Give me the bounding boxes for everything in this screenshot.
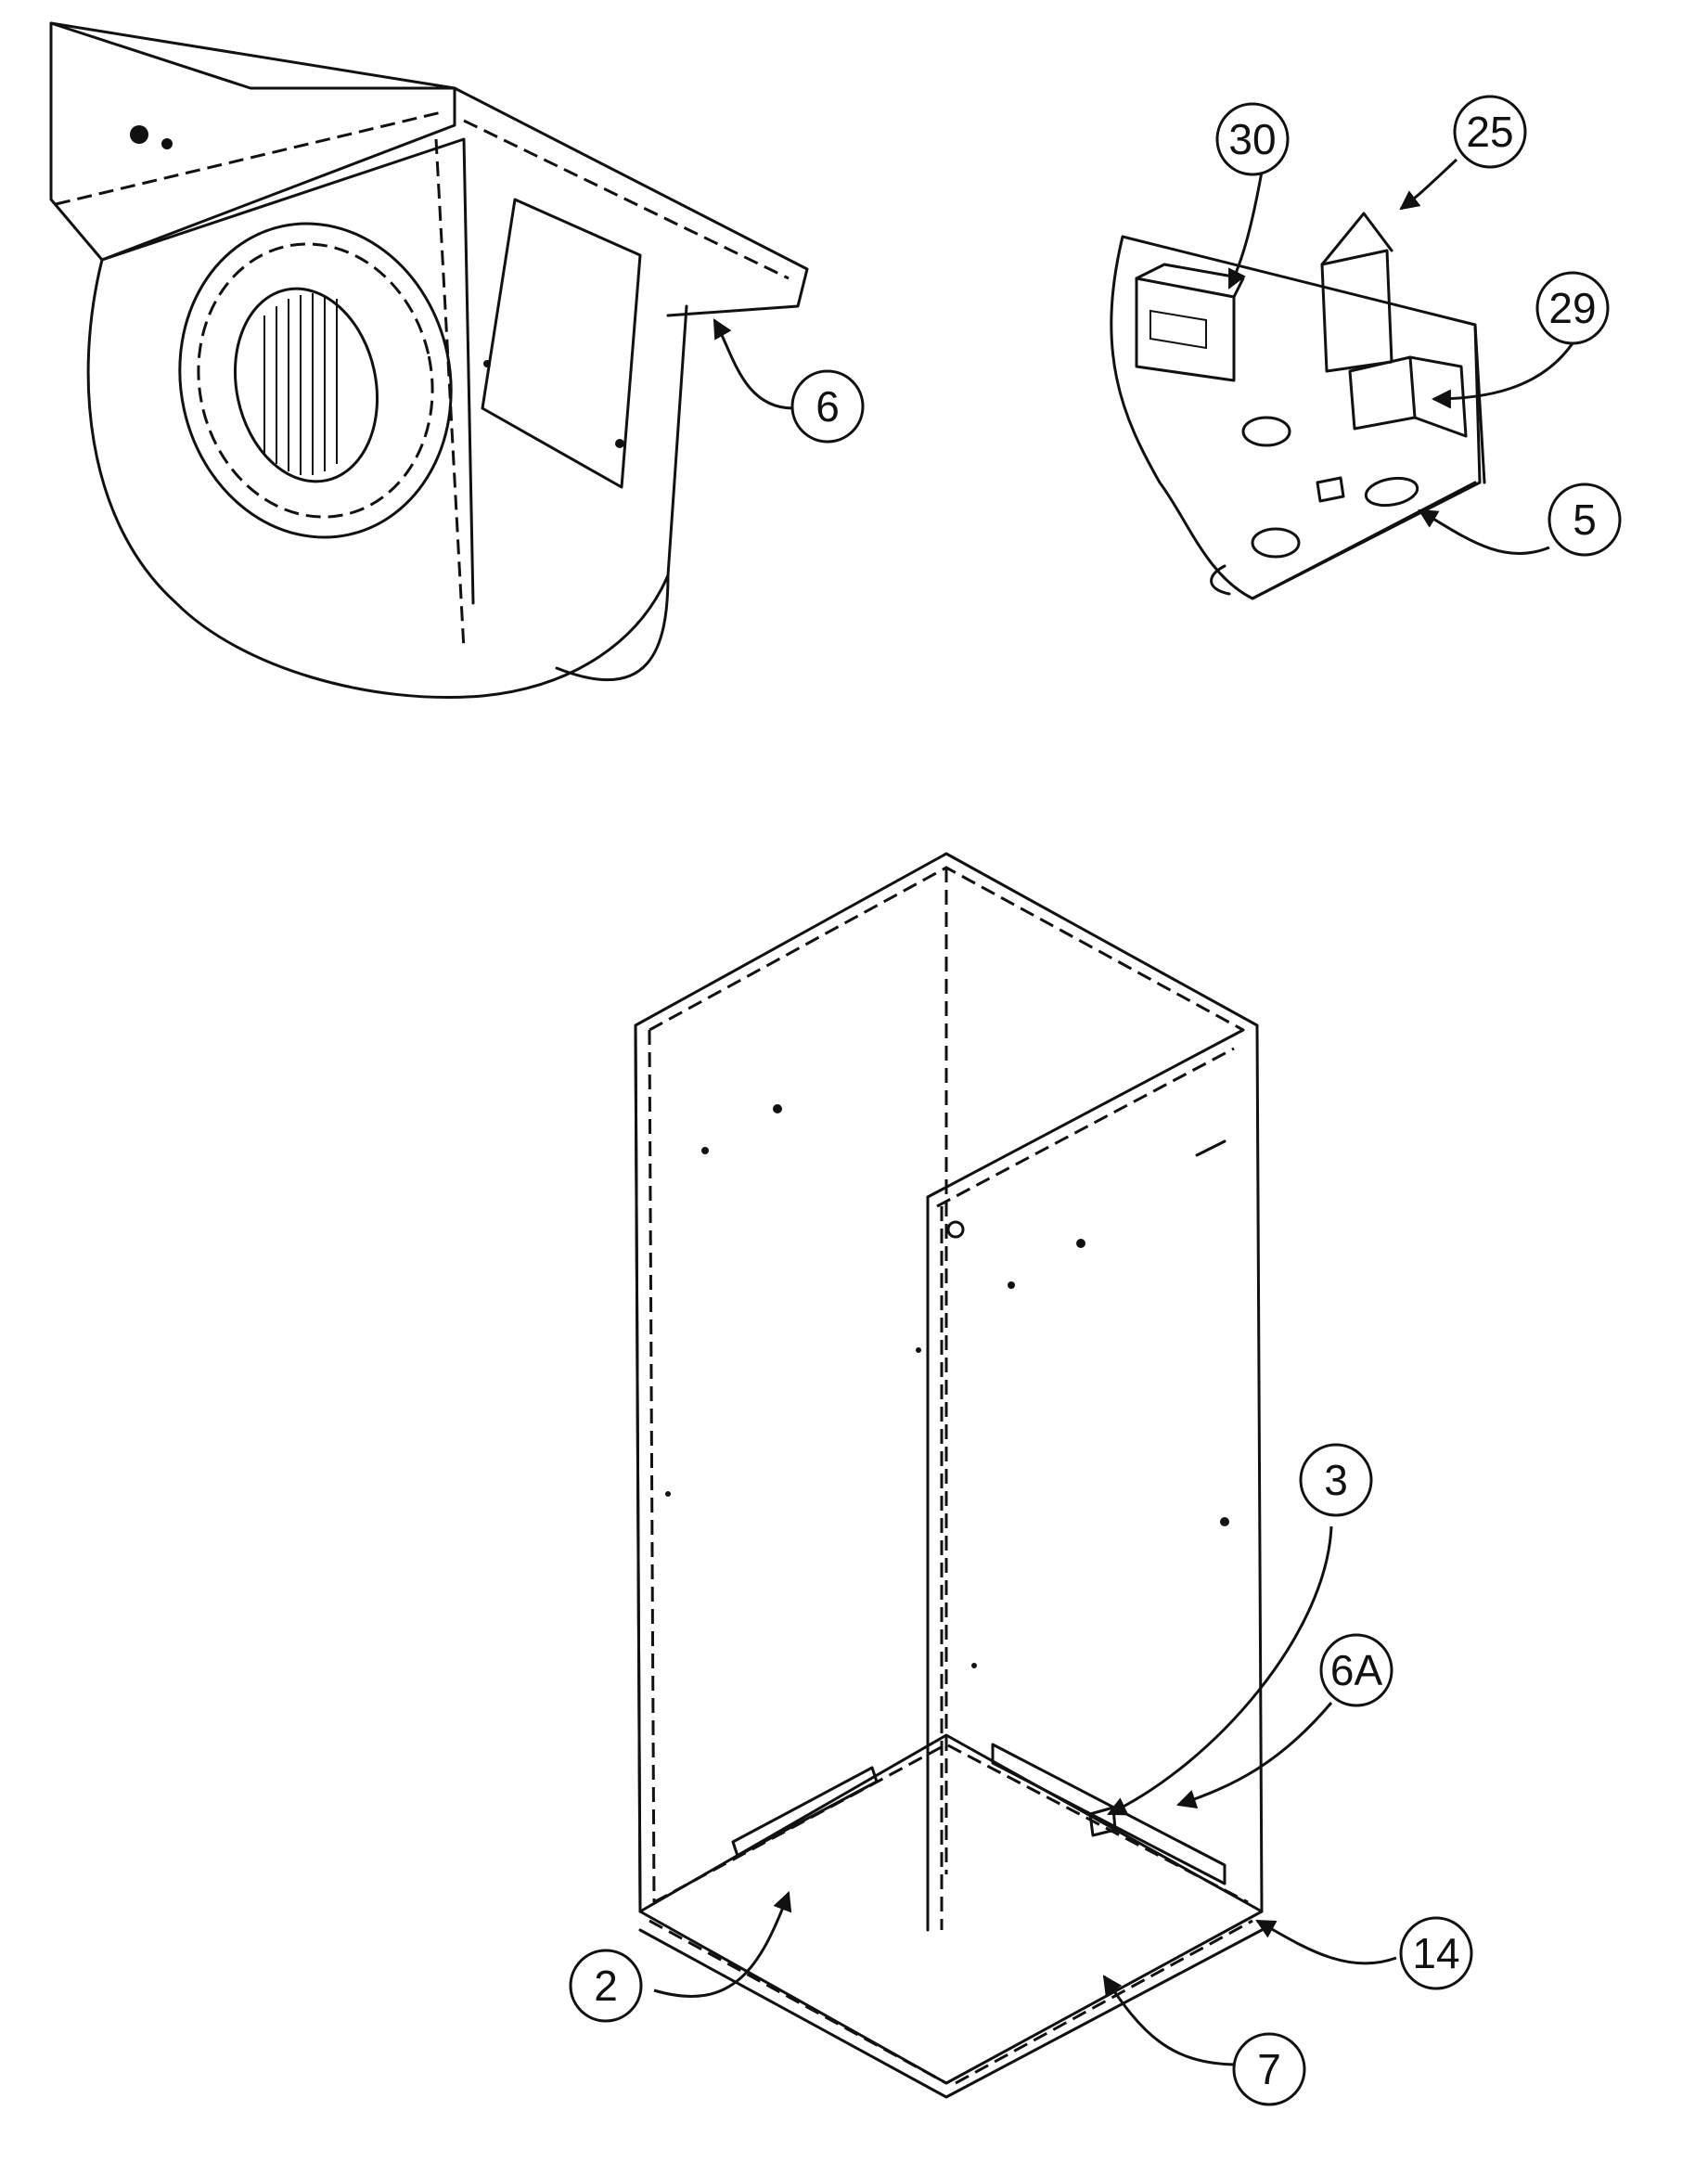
callout-29-label: 29 (1548, 284, 1596, 332)
callout-6a: 6A (1319, 1633, 1393, 1707)
callout-2-label: 2 (594, 1962, 618, 2010)
callout-6: 6 (790, 369, 865, 444)
cabinet-assembly (634, 852, 1264, 2099)
callout-30: 30 (1215, 102, 1290, 176)
callout-6-label: 6 (815, 382, 840, 431)
control-box-assembly (1110, 212, 1486, 600)
callout-7-label: 7 (1257, 2045, 1281, 2093)
callout-2: 2 (569, 1949, 643, 2023)
callout-25-label: 25 (1466, 108, 1513, 156)
blower-assembly (49, 21, 809, 700)
callout-6a-label: 6A (1330, 1646, 1383, 1694)
callout-3: 3 (1299, 1443, 1373, 1517)
callout-14: 14 (1399, 1916, 1473, 1990)
callout-3-label: 3 (1324, 1456, 1348, 1504)
callout-7: 7 (1232, 2032, 1306, 2106)
callout-5-label: 5 (1573, 495, 1597, 544)
callout-30-label: 30 (1228, 115, 1276, 163)
callout-25: 25 (1453, 95, 1527, 169)
callout-14-label: 14 (1412, 1929, 1459, 1977)
leader-lines (653, 158, 1574, 2066)
callout-29: 29 (1535, 271, 1610, 345)
callout-5: 5 (1547, 483, 1622, 557)
